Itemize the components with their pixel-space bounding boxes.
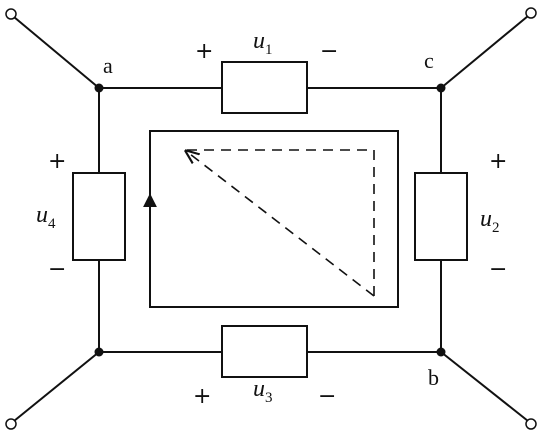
element-u1-box [221,61,308,114]
node-a-label: a [103,53,113,78]
node-b-label: b [428,365,439,390]
lead-d [13,351,100,422]
node-b-dot [436,347,446,357]
lead-a [13,16,100,89]
lead-c [440,15,529,89]
kvl-path-diagonal-arrow [186,151,375,297]
u4-minus: − [48,257,66,282]
terminal-b [525,418,537,430]
u3-symbol: u3 [253,376,273,406]
terminal-a [5,8,17,20]
node-c-dot [436,83,446,93]
u4-symbol: u4 [36,202,56,232]
node-c-label: c [424,48,434,73]
terminal-d [5,418,17,430]
terminal-c [525,7,537,19]
lead-b [440,351,529,422]
kvl-loop-solid [149,130,399,308]
u3-minus: − [318,384,336,409]
element-u4-box [72,172,126,261]
u2-minus: − [489,257,507,282]
kvl-path-dashed [184,149,375,296]
u1-plus: + [195,39,213,64]
u3-plus: + [193,384,211,409]
u4-plus: + [48,149,66,174]
node-d-dot [94,347,104,357]
element-u2-box [414,172,468,261]
node-a-dot [94,83,104,93]
u2-symbol: u2 [480,206,500,236]
u1-symbol: u1 [253,28,273,58]
u2-plus: + [489,149,507,174]
element-u3-box [221,325,308,378]
u1-minus: − [320,39,338,64]
